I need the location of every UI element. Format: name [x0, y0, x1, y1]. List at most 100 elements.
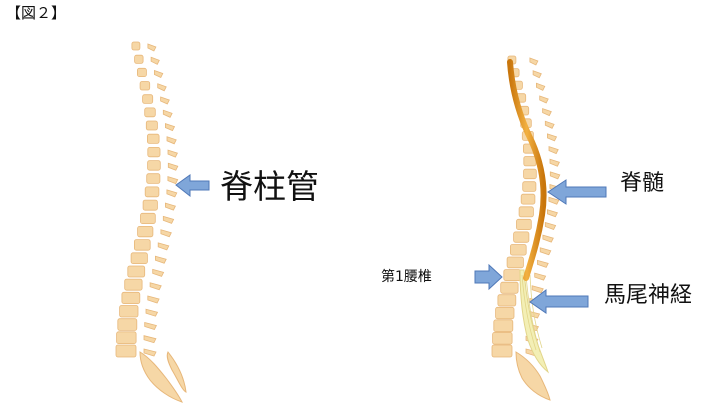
vertebra — [503, 269, 522, 282]
spinous-process — [152, 268, 165, 277]
spinous-process — [154, 69, 164, 79]
vertebra — [142, 94, 154, 104]
vertebra — [130, 252, 148, 265]
vertebra — [146, 173, 161, 184]
spinous-process — [165, 202, 176, 211]
vertebra — [134, 54, 144, 64]
vertebra — [518, 206, 534, 218]
vertebra — [142, 199, 158, 211]
vertebra — [520, 193, 536, 205]
spinous-process — [160, 96, 170, 105]
vertebra — [124, 278, 143, 291]
vertebra — [133, 239, 151, 251]
spinous-process — [160, 229, 172, 238]
spinous-process — [162, 215, 175, 224]
spinous-process — [544, 221, 557, 230]
spinous-process — [548, 146, 559, 155]
spinous-process — [150, 56, 160, 65]
cauda-equina-label: 馬尾神経 — [604, 283, 693, 308]
spinous-process — [532, 70, 542, 79]
spinous-process — [167, 149, 178, 158]
spinous-process — [542, 108, 552, 117]
vertebra — [522, 181, 537, 192]
spine-left-side-view — [115, 41, 187, 403]
cauda-fibers — [521, 274, 543, 353]
arrow-left-icon — [547, 179, 607, 205]
vertebra — [140, 212, 156, 225]
first-lumbar-label: 第1腰椎 — [381, 269, 432, 285]
vertebra — [523, 156, 537, 167]
spinous-process — [549, 171, 561, 180]
arrow-left-icon — [175, 174, 210, 198]
spinous-process — [534, 272, 547, 281]
spinous-process — [549, 158, 560, 167]
figure-label: 【図２】 — [6, 4, 67, 22]
spinous-process — [542, 234, 554, 243]
vertebra — [147, 160, 161, 171]
spinous-process — [547, 209, 558, 218]
vertebra — [131, 41, 141, 51]
coccyx — [166, 351, 187, 393]
spinous-process — [149, 282, 162, 291]
spinous-process — [548, 196, 560, 205]
spinous-process — [537, 259, 549, 268]
spinous-process — [143, 348, 157, 357]
arrow-right-icon — [474, 263, 503, 291]
vertebra — [495, 306, 515, 320]
spinous-process — [536, 82, 546, 91]
vertebra — [117, 318, 138, 331]
vertebral-bodies — [115, 41, 161, 358]
spinal-cord — [507, 59, 547, 281]
vertebra — [506, 256, 524, 269]
spinous-process — [147, 43, 157, 52]
spinous-process — [167, 176, 179, 185]
spinous-process — [166, 189, 178, 198]
vertebra — [516, 218, 532, 231]
vertebral-bodies — [491, 55, 537, 358]
spinous-process — [531, 285, 544, 294]
vertebra — [147, 146, 161, 158]
spinous-process — [544, 120, 555, 129]
spinous-process — [167, 162, 179, 171]
vertebra — [491, 344, 513, 358]
vertebra — [136, 67, 147, 78]
spinous-process — [547, 133, 558, 142]
vertebra — [500, 281, 519, 294]
vertebra — [497, 294, 517, 307]
spinous-process — [143, 335, 157, 344]
spinous-process — [162, 109, 173, 118]
spinous-process — [144, 321, 157, 330]
vertebra — [127, 265, 146, 278]
vertebra — [137, 225, 154, 238]
vertebra — [145, 120, 158, 131]
vertebra — [492, 331, 513, 345]
spinal-canal-label: 脊柱管 — [220, 167, 319, 206]
vertebra — [509, 244, 527, 256]
spinous-process — [165, 123, 176, 132]
spinous-process — [157, 83, 167, 92]
vertebra — [523, 168, 537, 180]
vertebra — [121, 291, 141, 304]
vertebra — [115, 344, 137, 358]
spinous-process — [155, 255, 167, 264]
spine-right-with-cord — [491, 55, 561, 401]
vertebra — [146, 133, 160, 144]
vertebra — [119, 305, 139, 318]
vertebra — [144, 186, 160, 198]
vertebra — [144, 107, 156, 118]
sacrum — [139, 351, 183, 403]
spinal-cord-label: 脊髄 — [620, 171, 665, 196]
vertebra — [116, 331, 137, 344]
arrow-left-icon — [529, 289, 589, 314]
spinous-process — [539, 247, 552, 256]
spinous-process — [529, 57, 539, 66]
spinous-process — [147, 295, 160, 304]
spinous-process — [145, 308, 159, 317]
spinous-processes — [143, 43, 179, 357]
spinous-process — [539, 95, 549, 104]
spinous-process — [166, 136, 177, 145]
vertebra — [513, 231, 530, 243]
cauda-equina — [519, 269, 550, 374]
sacrum — [515, 351, 551, 401]
